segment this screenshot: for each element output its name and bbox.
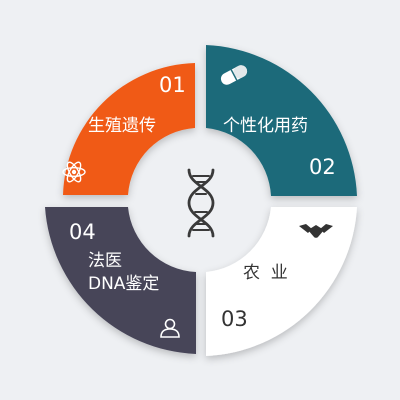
segment-01-number: 01 bbox=[159, 73, 186, 97]
dna-icon bbox=[187, 168, 215, 238]
segment-04-number: 04 bbox=[69, 220, 96, 244]
segment-04-label-line-2: DNA鉴定 bbox=[88, 274, 160, 294]
user-icon bbox=[160, 318, 180, 338]
atom-icon bbox=[62, 161, 86, 183]
segment-04-shape bbox=[45, 207, 196, 354]
segment-04-label-line-1: 法医 bbox=[88, 251, 122, 271]
handshake-icon bbox=[299, 224, 333, 238]
pill-icon bbox=[220, 65, 248, 85]
segment-01-label: 生殖遗传 bbox=[88, 116, 156, 136]
segment-02-number: 02 bbox=[309, 155, 336, 179]
segment-03-label: 农 业 bbox=[243, 263, 288, 283]
segment-01-shape bbox=[63, 63, 195, 195]
segment-02-shape bbox=[206, 45, 357, 196]
segment-02-label: 个性化用药 bbox=[223, 116, 308, 136]
segment-03-number: 03 bbox=[221, 307, 248, 331]
segment-03-shape bbox=[206, 207, 357, 356]
